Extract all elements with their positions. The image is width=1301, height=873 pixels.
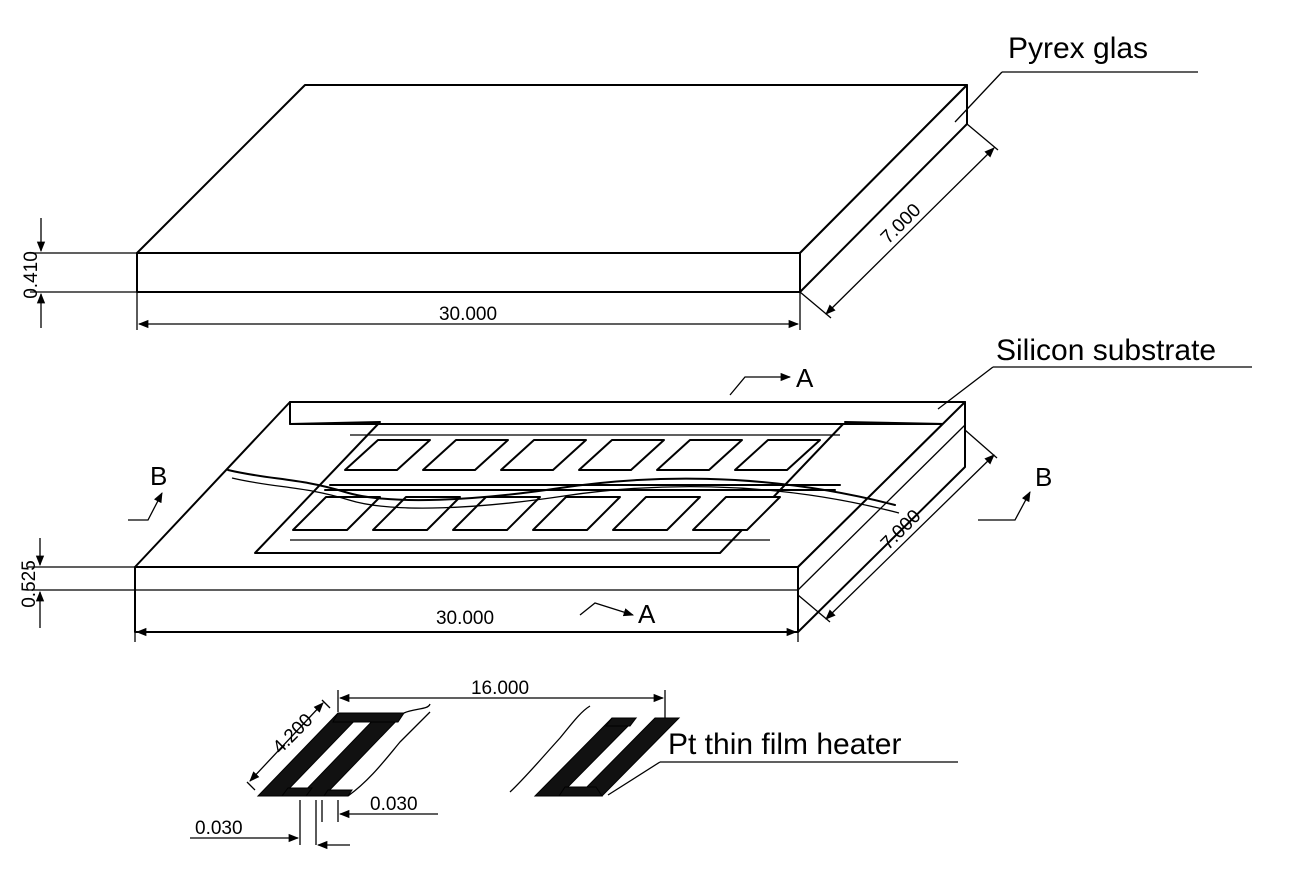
line-gap-label: 0.030: [370, 794, 418, 815]
heater-right: [509, 705, 681, 797]
silicon-label: Silicon substrate: [996, 334, 1216, 367]
section-a-top-label: A: [796, 363, 814, 393]
channel-row-2: [292, 496, 781, 531]
section-b-right-label: B: [1035, 462, 1052, 492]
pyrex-label-callout: Pyrex glas: [954, 32, 1198, 123]
channel-grid: [227, 434, 900, 541]
section-a-bottom: A: [579, 599, 656, 629]
pyrex-label: Pyrex glas: [1008, 32, 1148, 65]
heater-lead-wire: [227, 469, 896, 506]
section-b-left-label: B: [150, 461, 167, 491]
substrate-length-label: 30.000: [436, 608, 494, 629]
silicon-label-callout: Silicon substrate: [937, 334, 1252, 410]
substrate-thickness-label: 0.525: [19, 560, 40, 608]
section-b-right: B: [978, 462, 1052, 521]
glass-thickness-label: 0.410: [21, 251, 42, 299]
section-a-top: A: [729, 363, 814, 396]
heater-spacing-dimension: 16.000: [337, 678, 666, 718]
line-width-label: 0.030: [195, 818, 243, 839]
section-a-bottom-label: A: [638, 599, 656, 629]
heater-spacing-label: 16.000: [471, 678, 529, 699]
substrate-thickness-dimension: 0.525: [19, 538, 135, 628]
line-width-dimension: 0.030: [190, 800, 350, 850]
substrate-length-dimension: 30.000: [134, 608, 799, 642]
line-gap-dimension: 0.030: [321, 794, 438, 822]
channel-row-1: [344, 439, 821, 471]
glass-length-label: 30.000: [439, 304, 497, 325]
pyrex-glass-plate: [136, 84, 968, 293]
section-b-left: B: [128, 461, 167, 521]
heater-label-callout: Pt thin film heater: [607, 728, 958, 796]
glass-length-dimension: 30.000: [136, 292, 801, 330]
heater-label: Pt thin film heater: [668, 728, 901, 761]
glass-thickness-dimension: 0.410: [21, 218, 137, 328]
